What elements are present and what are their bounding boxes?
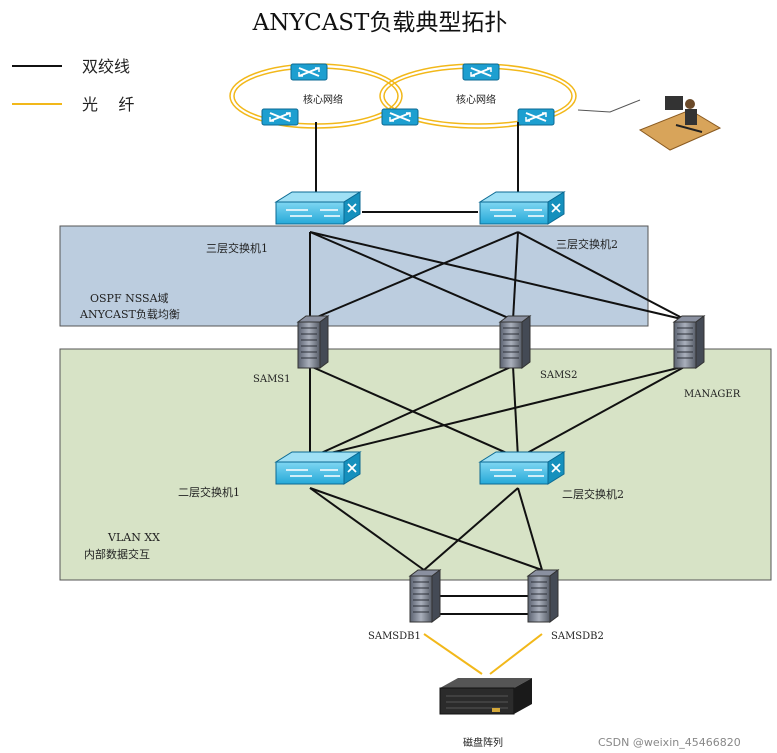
core-network-label-2: 核心网络 <box>456 93 496 106</box>
core-router-1-icon <box>290 63 328 81</box>
samsdb1-server-icon <box>409 569 441 623</box>
samsdb1-label: SAMSDB1 <box>368 631 421 642</box>
sams2-label: SAMS2 <box>540 370 578 381</box>
fiber-links <box>423 633 543 675</box>
sams2-server-icon <box>499 315 531 369</box>
disk-array-label: 磁盘阵列 <box>463 736 503 749</box>
ospf-zone-label-1: OSPF NSSA域 <box>90 292 169 305</box>
sams1-label: SAMS1 <box>253 374 291 385</box>
l2-switch-2-icon <box>479 451 565 485</box>
samsdb2-label: SAMSDB2 <box>551 631 604 642</box>
twisted-pair-links <box>309 122 687 615</box>
l2-switch-1-icon <box>275 451 361 485</box>
l3-switch-2-label: 三层交换机2 <box>556 237 618 251</box>
legend: 双绞线 光 纤 <box>12 57 134 114</box>
legend-twisted-pair-label: 双绞线 <box>82 57 130 76</box>
l2-switch-2-label: 二层交换机2 <box>562 487 624 501</box>
operator-workstation-icon <box>577 96 722 151</box>
core-network-label-1: 核心网络 <box>303 93 343 106</box>
core-router-5-icon <box>517 108 555 126</box>
disk-array-icon <box>439 678 532 715</box>
vlan-zone-label-2: 内部数据交互 <box>84 547 150 561</box>
core-router-3-icon <box>381 108 419 126</box>
watermark-text: CSDN @weixin_45466820 <box>598 736 741 749</box>
l3-switch-2-icon <box>479 191 565 225</box>
legend-fiber-label: 光 纤 <box>82 95 134 114</box>
ospf-zone-label-2: ANYCAST负载均衡 <box>79 307 180 321</box>
core-router-4-icon <box>462 63 500 81</box>
sams1-server-icon <box>297 315 329 369</box>
samsdb2-server-icon <box>527 569 559 623</box>
vlan-zone-label-1: VLAN XX <box>107 531 160 544</box>
l2-switch-1-label: 二层交换机1 <box>178 485 240 499</box>
manager-label: MANAGER <box>684 389 741 400</box>
l3-switch-1-label: 三层交换机1 <box>206 241 268 255</box>
manager-server-icon <box>673 315 705 369</box>
core-router-2-icon <box>261 108 299 126</box>
vlan-zone <box>59 348 772 581</box>
l3-switch-1-icon <box>275 191 361 225</box>
diagram-title: ANYCAST负载典型拓扑 <box>252 10 508 36</box>
